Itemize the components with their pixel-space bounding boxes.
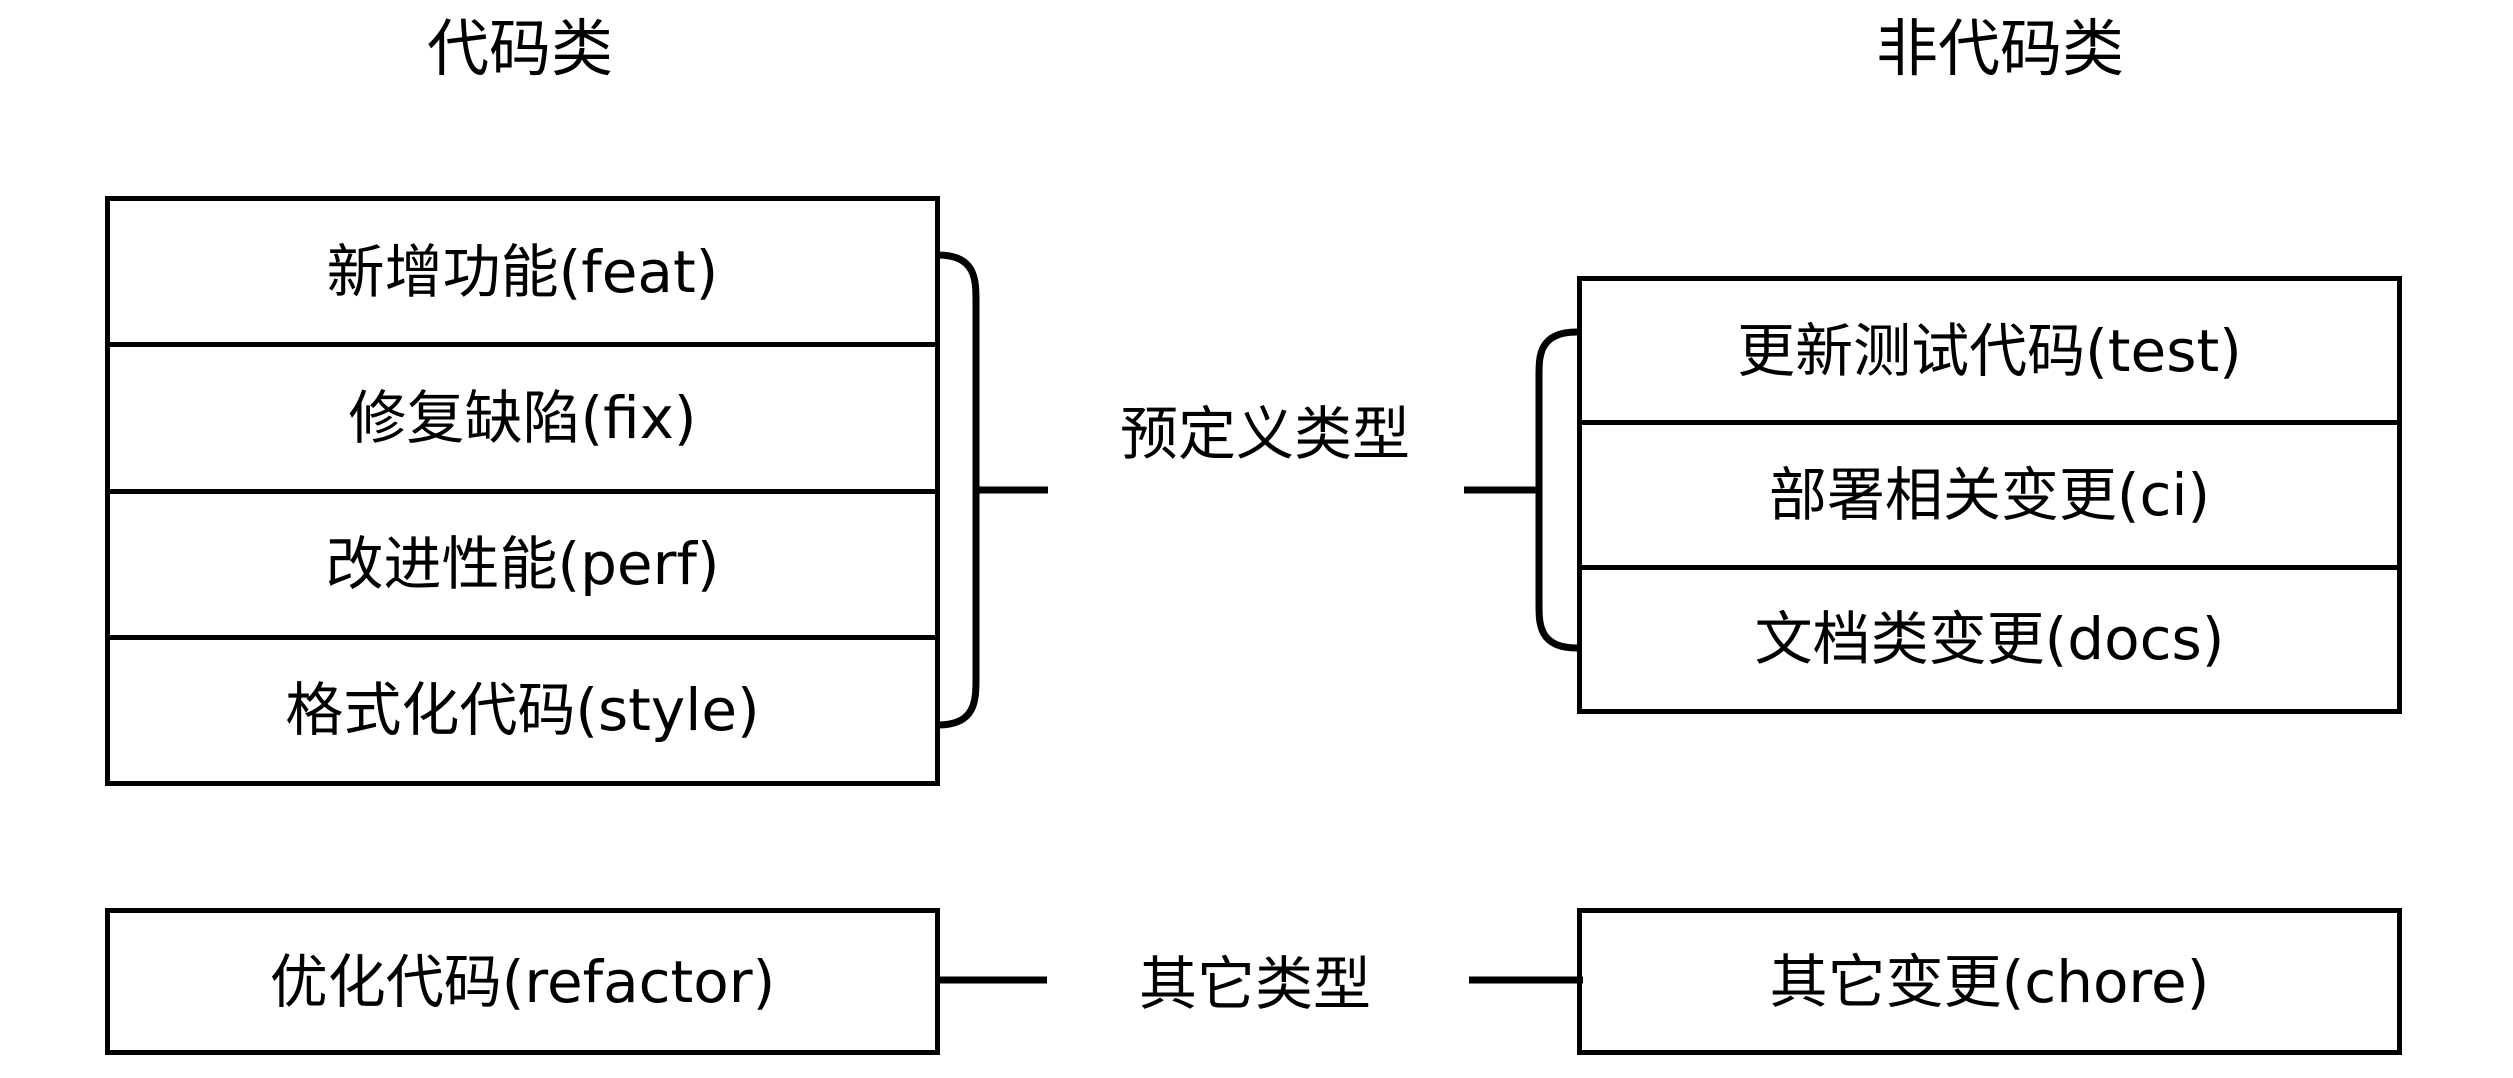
table-row: 部署相关变更(ci) (1582, 425, 2397, 570)
table-row: 改进性能(perf) (110, 494, 935, 640)
table-row: 更新测试代码(test) (1582, 281, 2397, 426)
group-label-predefined: 预定义类型 (1119, 400, 1410, 468)
connector-line-right-icon (1469, 976, 1583, 984)
other-non-code-box: 其它变更(chore) (1577, 908, 2402, 1055)
predefined-code-table: 新增功能(feat) 修复缺陷(fix) 改进性能(perf) 格式化代码(st… (105, 196, 940, 786)
brace-left-icon (937, 251, 1048, 729)
table-row: 新增功能(feat) (110, 201, 935, 348)
table-row: 修复缺陷(fix) (110, 347, 935, 494)
predefined-non-code-table: 更新测试代码(test) 部署相关变更(ci) 文档类变更(docs) (1577, 276, 2402, 714)
table-row: 格式化代码(style) (285, 676, 760, 745)
connector-line-left-icon (935, 976, 1047, 984)
brace-right-icon (1464, 328, 1578, 652)
column-header-non-code: 非代码类 (1875, 12, 2124, 85)
column-header-code: 代码类 (426, 12, 613, 85)
other-code-box: 优化代码(refactor) (105, 908, 940, 1055)
group-label-other: 其它类型 (1138, 950, 1371, 1018)
table-row: 文档类变更(docs) (1754, 605, 2225, 674)
